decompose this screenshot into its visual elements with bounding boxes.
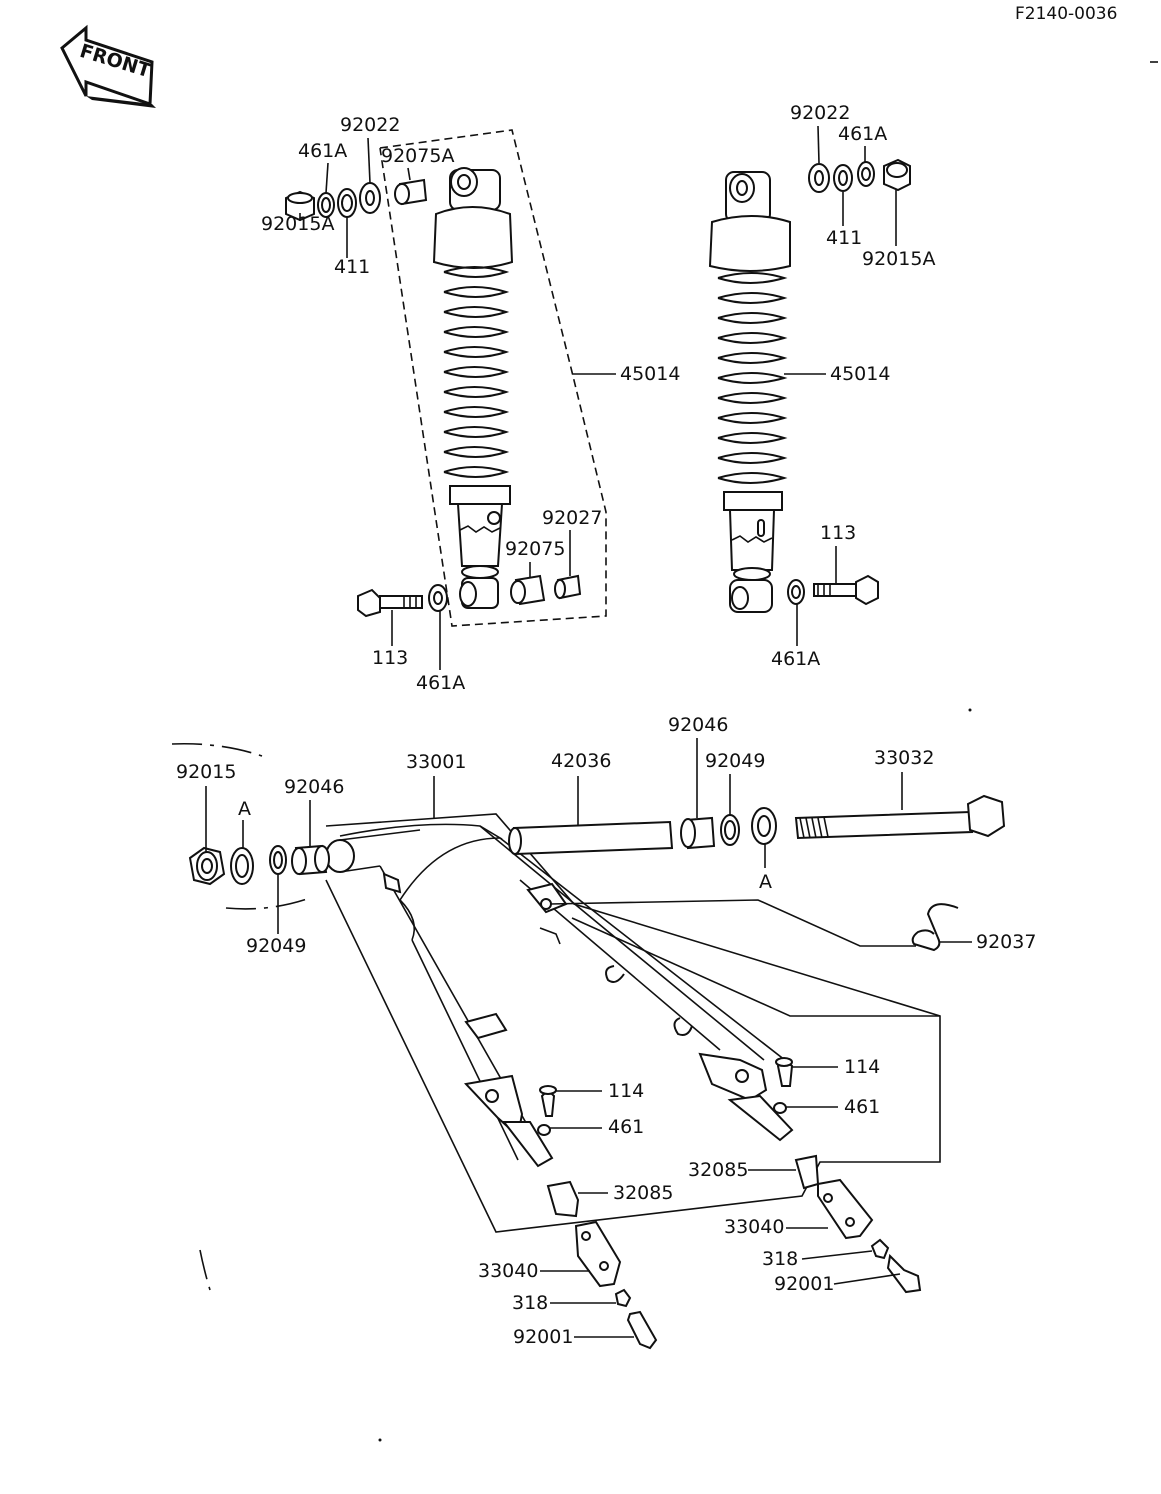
rear-adjusters bbox=[537, 1057, 922, 1350]
label-461-left: 461 bbox=[608, 1116, 644, 1138]
bolt-113-left bbox=[357, 588, 381, 618]
label-92015A-left: 92015A bbox=[261, 213, 334, 235]
label-92015: 92015 bbox=[176, 761, 236, 783]
axle-bolt-33032 bbox=[794, 810, 974, 840]
label-92037: 92037 bbox=[976, 931, 1036, 953]
label-33040-left: 33040 bbox=[478, 1260, 538, 1282]
label-92046-right: 92046 bbox=[668, 714, 728, 736]
label-45014-left: 45014 bbox=[620, 363, 680, 385]
label-461A-bottom-right: 461A bbox=[771, 648, 820, 670]
left-spring bbox=[443, 266, 510, 478]
left-shock-absorber bbox=[379, 129, 607, 627]
label-33032: 33032 bbox=[874, 747, 934, 769]
label-113-right: 113 bbox=[820, 522, 856, 544]
label-461A-top-right: 461A bbox=[838, 123, 887, 145]
label-92001-right: 92001 bbox=[774, 1273, 834, 1295]
label-33001: 33001 bbox=[406, 751, 466, 773]
label-92001-left: 92001 bbox=[513, 1326, 573, 1348]
swing-arm-axle-hardware bbox=[188, 794, 1006, 886]
label-92075: 92075 bbox=[505, 538, 565, 560]
label-A-right: A bbox=[759, 871, 772, 893]
left-shock-hardware bbox=[285, 178, 582, 618]
label-33040-right: 33040 bbox=[724, 1216, 784, 1238]
scan-dot bbox=[378, 1438, 382, 1442]
bolt-113-right bbox=[855, 574, 879, 606]
left-shock-group-outline bbox=[379, 129, 607, 627]
label-92075A: 92075A bbox=[381, 145, 454, 167]
label-461A-bottom-left: 461A bbox=[416, 672, 465, 694]
label-411-left: 411 bbox=[334, 256, 370, 278]
label-92046-left: 92046 bbox=[284, 776, 344, 798]
label-461A-top-left: 461A bbox=[298, 140, 347, 162]
label-32085-left: 32085 bbox=[613, 1182, 673, 1204]
left-shock-labels: 92022 461A 92075A 92015A 411 45014 92027… bbox=[261, 114, 680, 694]
label-318-right: 318 bbox=[762, 1248, 798, 1270]
swing-arm-labels: 92015 A 92046 92049 33001 42036 92046 92… bbox=[176, 714, 1036, 1348]
label-45014-right: 45014 bbox=[830, 363, 890, 385]
label-A-left: A bbox=[238, 798, 251, 820]
label-113-left: 113 bbox=[372, 647, 408, 669]
label-461-right: 461 bbox=[844, 1096, 880, 1118]
label-114-left: 114 bbox=[608, 1080, 644, 1102]
label-92022: 92022 bbox=[340, 114, 400, 136]
right-shock-absorber bbox=[708, 171, 791, 613]
label-411-right: 411 bbox=[826, 227, 862, 249]
label-318-left: 318 bbox=[512, 1292, 548, 1314]
right-spring bbox=[717, 272, 788, 484]
label-92022-right: 92022 bbox=[790, 102, 850, 124]
label-92027: 92027 bbox=[542, 507, 602, 529]
swing-arm-assembly bbox=[171, 742, 959, 1291]
right-shock-labels: 92022 461A 411 92015A 45014 113 461A bbox=[771, 102, 935, 670]
label-92049-left: 92049 bbox=[246, 935, 306, 957]
label-114-right: 114 bbox=[844, 1056, 880, 1078]
drawing-code: F2140-0036 bbox=[1015, 4, 1117, 24]
label-42036: 42036 bbox=[551, 750, 611, 772]
label-32085-right: 32085 bbox=[688, 1159, 748, 1181]
label-92049-right: 92049 bbox=[705, 750, 765, 772]
label-92015A-right: 92015A bbox=[862, 248, 935, 270]
right-shock-hardware bbox=[787, 158, 911, 606]
front-arrow-icon: FRONT bbox=[60, 24, 156, 108]
scan-dot bbox=[968, 708, 972, 712]
